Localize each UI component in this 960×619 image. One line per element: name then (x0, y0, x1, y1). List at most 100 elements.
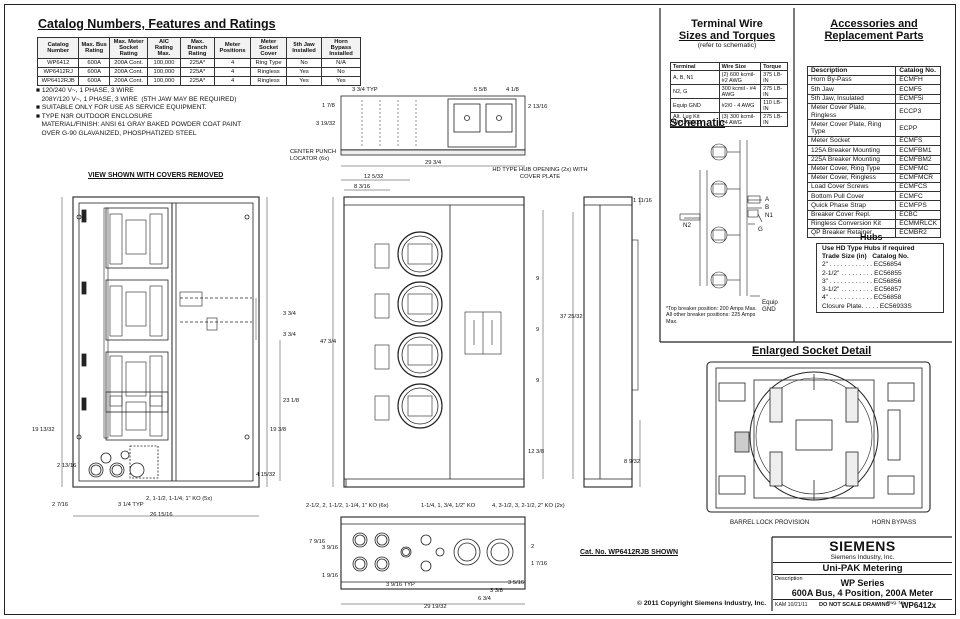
dim-label: 2 (531, 544, 535, 550)
dim-label: 3 9/16 TYP (386, 582, 415, 588)
bottom-view-enclosure (340, 516, 526, 590)
dim-label: CENTER PUNCH LOCATOR (6x) (290, 149, 337, 162)
socket-detail-title: Enlarged Socket Detail (752, 345, 872, 357)
table-cell: ECBC (895, 209, 941, 220)
table-cell: #2/0 - 4 AWG (718, 98, 762, 114)
table-cell: ECMFMC (895, 163, 941, 174)
table-cell: Horn By-Pass (806, 75, 897, 86)
note-line: ■ TYPE N3R OUTDOOR ENCLOSURE (36, 112, 153, 120)
table-cell: Quick Phase Strap (806, 200, 897, 211)
column-header: Max. Meter Socket Rating (108, 36, 149, 60)
dwg-number: WP6412x (901, 601, 937, 610)
dim-label: 12 3/8 (528, 449, 545, 455)
dim-label: 3 19/32 (316, 121, 336, 127)
table-cell: ECMFS (895, 136, 941, 147)
table-cell: 110 LB-IN (760, 98, 788, 114)
table-cell: Yes (320, 76, 362, 87)
column-header: Meter Positions (214, 36, 251, 60)
dim-label: 19 13/32 (32, 427, 55, 433)
column-header: Max. Branch Rating (179, 36, 216, 60)
dim-label: 9 (536, 378, 540, 384)
ratings-notes: ■ 120/240 V~, 1 PHASE, 3 WIRE 208Y/120 V… (36, 87, 241, 138)
title-block: SIEMENS Siemens Industry, Inc. Uni-PAK M… (773, 538, 952, 611)
dim-label: 4 15/32 (256, 472, 276, 478)
table-cell: Ringless Conversion Kit (806, 218, 897, 229)
dim-label: 12 5/32 (364, 174, 384, 180)
dim-label: 3 5/16 (508, 580, 525, 586)
table-cell: ECMF5i (895, 93, 941, 104)
model-shown-label: Cat. No. WP6412RJB SHOWN (580, 549, 679, 556)
schematic-note: *Top breaker position: 200 Amps Max. All… (666, 306, 757, 325)
schematic-label-g: G (758, 226, 763, 233)
dim-label: 6 3/4 (478, 596, 491, 602)
dim-label: 9 (536, 276, 540, 282)
dim-label: 2 13/16 (57, 463, 77, 469)
dim-label: 1 9/16 (322, 573, 339, 579)
table-cell: Equip GND (670, 98, 720, 114)
column-header: Max. Bus Rating (78, 36, 110, 60)
table-cell: 5th Jaw (806, 84, 897, 95)
socket-detail-drawing (706, 361, 931, 513)
table-cell: A, B, N1 (670, 70, 720, 86)
column-header: Horn Bypass Installed (320, 36, 362, 60)
dim-label: 1 11/16 (633, 198, 652, 204)
table-cell: Load Cover Screws (806, 182, 897, 193)
hubs-title: Hubs (860, 232, 883, 242)
table-cell: ECMFBM1 (895, 145, 941, 156)
dim-label: 3 1/4 TYP (118, 502, 144, 508)
column-header: 5th Jaw Installed (286, 36, 322, 60)
note-line: MATERIAL/FINISH: ANSI 61 GRAY BAKED POWD… (36, 121, 242, 129)
dim-label: 29 3/4 (425, 160, 442, 166)
dim-label: 2 7/16 (52, 502, 69, 508)
dim-label: 7 9/16 (309, 539, 326, 545)
schematic-label-n2: N2 (683, 222, 691, 229)
table-cell: ECMFH (895, 75, 941, 86)
dim-label: 1-1/4, 1, 3/4, 1/2" KO (421, 503, 476, 509)
column-header: Torque (760, 61, 788, 72)
front-view-enclosure (343, 196, 525, 488)
note-line: 208Y/120 V~, 1 PHASE, 3 WIRE (5TH JAW MA… (36, 95, 237, 103)
dim-label: 29 19/32 (424, 604, 447, 610)
column-header: Wire Size (718, 61, 762, 72)
table-cell: ECMFBM2 (895, 154, 941, 165)
table-cell: WP6412RJB (36, 76, 80, 87)
dim-label: 8 9/32 (624, 459, 641, 465)
hub-row: 4" . . . . . . . . . . . . EC56858 (822, 294, 902, 302)
table-cell: N2, G (670, 84, 720, 100)
dim-label: 3 3/4 (283, 332, 296, 338)
interior-view-enclosure (72, 196, 260, 488)
note-line: OVER G-90 GLAVANIZED, PHOSPHATIZED STEEL (36, 129, 197, 137)
table-cell: Meter Cover Plate, Ringless (806, 102, 897, 121)
table-cell: ECMFCS (895, 182, 941, 193)
dim-label: 5 5/8 (474, 87, 487, 93)
interior-socket-stack (105, 207, 169, 441)
dim-label: 4, 3-1/2, 3, 2-1/2, 2" KO (2x) (492, 503, 565, 509)
product-name: Uni-PAK Metering (773, 562, 952, 575)
hub-row: 2" . . . . . . . . . . . . EC56854 (822, 261, 902, 269)
note-line: ■ SUITABLE ONLY FOR USE AS SERVICE EQUIP… (36, 104, 207, 112)
table-cell: Alt. Lug Kit WPLK2600 (670, 112, 720, 128)
dim-label: 1 7/16 (531, 561, 548, 567)
table-row: Breaker Cover Repl.ECBC (806, 209, 941, 220)
table-cell: Bottom Pull Cover (806, 191, 897, 202)
terminal-header: Terminal Wire Sizes and Torques (refer t… (662, 18, 792, 49)
accessories-title: Accessories and (830, 18, 918, 30)
dim-label: 26 15/16 (150, 512, 173, 518)
schematic-label-b: B (765, 204, 770, 211)
dim-label: 8 3/16 (354, 184, 371, 190)
table-row: Alt. Lug Kit WPLK2600(3) 300 kcmil-#4 AW… (670, 112, 788, 128)
accessories-header: Accessories and Replacement Parts (796, 18, 952, 42)
schematic-title: Schematic (670, 117, 726, 129)
horn-bypass-label: HORN BYPASS (872, 519, 917, 526)
hubs-box: Use HD Type Hubs if required Trade Size … (816, 243, 944, 313)
